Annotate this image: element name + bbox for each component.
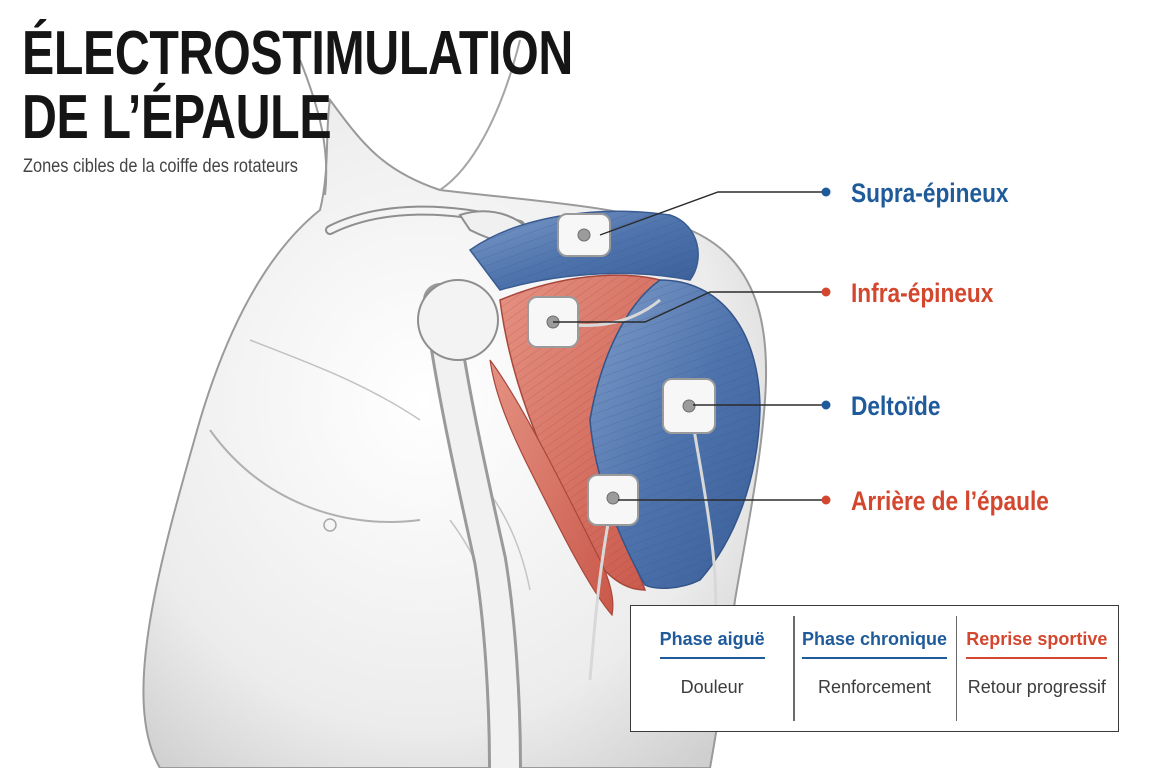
- phase-title: Phase aiguë: [659, 629, 765, 659]
- leader-dot-icon: [821, 287, 831, 297]
- electrode-pad-icon: [587, 474, 639, 526]
- phase-sport: Reprise sportive Retour progressif: [955, 606, 1118, 731]
- title-line-1: ÉLECTROSTIMULATION: [22, 19, 573, 88]
- leader-dot-icon: [821, 187, 831, 197]
- title-line-2: DE L’ÉPAULE: [22, 83, 332, 152]
- label-supra-epineux: Supra-épineux: [851, 178, 1009, 208]
- phase-title: Reprise sportive: [966, 629, 1108, 659]
- label-deltoide: Deltoïde: [851, 391, 941, 421]
- phase-acute: Phase aiguë Douleur: [631, 606, 793, 731]
- phase-description: Douleur: [680, 677, 744, 697]
- leader-lines: [553, 191, 826, 501]
- leader-dots: [821, 187, 831, 505]
- label-arriere-epaule: Arrière de l’épaule: [851, 486, 1049, 516]
- phase-chronic: Phase chronique Renforcement: [793, 606, 955, 731]
- phase-description: Renforcement: [817, 677, 932, 697]
- leader-dot-icon: [821, 400, 831, 410]
- page-title: ÉLECTROSTIMULATION DE L’ÉPAULE: [22, 22, 573, 150]
- label-infra-epineux: Infra-épineux: [851, 278, 994, 308]
- electrode-pad-icon: [557, 213, 611, 257]
- phase-title: Phase chronique: [801, 629, 948, 659]
- phases-panel: Phase aiguë Douleur Phase chronique Renf…: [630, 605, 1119, 732]
- phase-description: Retour progressif: [967, 677, 1106, 697]
- leader-dot-icon: [821, 495, 831, 505]
- electrode-pad-icon: [662, 378, 716, 434]
- subtitle: Zones cibles de la coiffe des rotateurs: [23, 156, 298, 177]
